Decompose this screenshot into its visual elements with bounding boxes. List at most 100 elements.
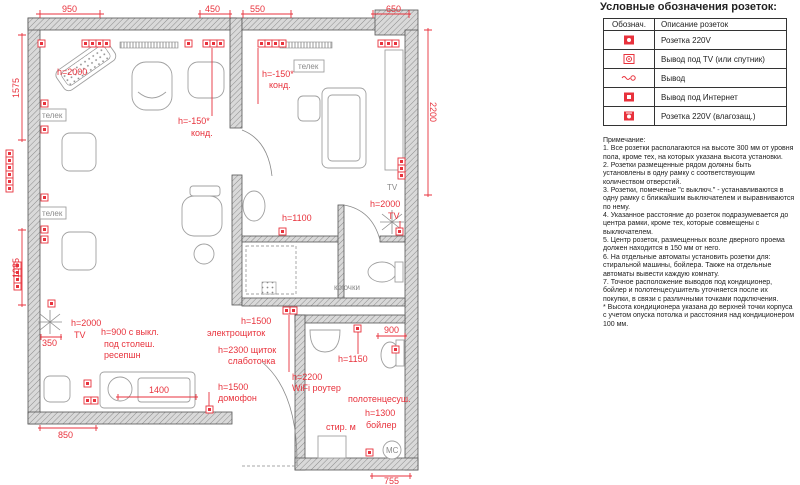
legend-header-description: Описание розеток xyxy=(654,18,787,31)
socket-icon xyxy=(397,171,406,180)
socket-icon xyxy=(81,39,90,48)
wall-bathroom-top xyxy=(294,314,406,324)
armchair xyxy=(61,132,97,172)
legend-title: Условные обозначения розеток: xyxy=(600,1,777,13)
legend-table: Обознач. Описание розеток Розетка 220V В… xyxy=(603,18,787,126)
wall-left-outer xyxy=(27,17,41,425)
annotation-label: WiFi роутер xyxy=(292,383,341,393)
wall-partition-upper xyxy=(229,17,243,129)
socket-icon xyxy=(83,396,92,405)
legend-row: Вывод под TV (или спутник) xyxy=(603,49,787,69)
socket-icon xyxy=(257,39,266,48)
legend-description: Вывод xyxy=(654,68,787,88)
armchair-seat xyxy=(137,91,167,99)
pedicure-chair xyxy=(55,39,117,92)
barber-chair xyxy=(181,195,223,237)
wall-toilet-top xyxy=(379,235,406,243)
socket-icon xyxy=(5,149,14,158)
socket-icon xyxy=(88,39,97,48)
furniture-label: TV xyxy=(387,183,398,192)
socket-icon xyxy=(40,235,49,244)
chair xyxy=(43,375,71,403)
annotation-label: слаботочка xyxy=(228,356,275,366)
reception-counter xyxy=(137,377,191,403)
socket-icon xyxy=(40,193,49,202)
legend-description: Розетка 220V (влагозащ.) xyxy=(654,106,787,126)
radiator xyxy=(279,41,333,49)
wall-bathroom-bottom xyxy=(294,457,419,471)
cabinet xyxy=(384,49,404,171)
dimension-label: 1575 xyxy=(11,78,21,98)
sockets xyxy=(5,39,406,457)
legend-row: Вывод под Интернет xyxy=(603,87,787,107)
dimension-label: 950 xyxy=(62,4,77,14)
socket-icon xyxy=(365,448,374,457)
socket-icon xyxy=(5,184,14,193)
wash-basin xyxy=(242,190,266,222)
annotation-label: стир. м xyxy=(326,422,356,432)
socket-icon xyxy=(40,225,49,234)
socket-icon xyxy=(47,299,56,308)
socket-icon xyxy=(184,39,193,48)
reception-chair xyxy=(107,376,133,402)
wall-storage-top xyxy=(241,235,341,243)
socket-icon xyxy=(391,345,400,354)
legend-header-row: Обознач. Описание розеток xyxy=(603,18,787,31)
height-annotation: h=2000 xyxy=(370,199,400,209)
furniture-label: телек xyxy=(42,209,63,218)
dimension-label: 850 xyxy=(58,430,73,440)
socket-icon xyxy=(37,39,46,48)
annotation-label: TV xyxy=(74,330,86,340)
annotation-label: под столеш. xyxy=(104,339,155,349)
socket-icon xyxy=(202,39,211,48)
note-item: 1. Все розетки располагаются на высоте 3… xyxy=(603,145,794,161)
furniture-label: крючки xyxy=(334,283,360,292)
socket-icon xyxy=(40,99,49,108)
dimension-label: 1400 xyxy=(149,385,169,395)
door-swing xyxy=(343,204,381,241)
socket-icon xyxy=(282,306,291,315)
dimension-lines xyxy=(18,10,432,479)
armchair xyxy=(187,61,225,99)
socket-icon xyxy=(5,177,14,186)
socket-icon xyxy=(377,39,386,48)
note-item: * Высота кондиционера указана до верхней… xyxy=(603,303,795,328)
tv-stand xyxy=(39,108,67,122)
wall-bottom-left xyxy=(27,411,233,425)
note-item: 2. Розетки размещенные рядом должны быть… xyxy=(603,162,755,186)
height-annotation: h=-150* xyxy=(178,116,210,126)
socket-icon xyxy=(384,39,393,48)
wall-partition-lower xyxy=(231,174,243,306)
furniture-label: телек xyxy=(298,62,319,71)
notes-heading: Примечание: xyxy=(603,137,646,144)
height-annotation: h=900 с выкл. xyxy=(101,327,159,337)
electrical-panel-box xyxy=(261,281,277,295)
socket-icon xyxy=(216,39,225,48)
wall-right-outer xyxy=(404,29,419,471)
socket-icon xyxy=(209,39,218,48)
socket-icon xyxy=(13,282,22,291)
socket-icon xyxy=(353,324,362,333)
wire-output-icon xyxy=(621,75,636,81)
plant-icon xyxy=(38,310,62,334)
height-annotation: h=2300 щиток xyxy=(218,345,276,355)
socket-icon xyxy=(102,39,111,48)
boiler xyxy=(382,440,402,460)
socket-icon xyxy=(95,39,104,48)
legend-row: Розетка 220V xyxy=(603,30,787,50)
height-annotation: h=2200 xyxy=(292,372,322,382)
toilet-tank xyxy=(394,261,404,283)
tv-outlet-icon xyxy=(623,54,635,64)
wall-top-left xyxy=(27,17,237,31)
socket-icon xyxy=(5,156,14,165)
dimension-label: 2200 xyxy=(428,102,438,122)
radiator xyxy=(119,41,179,49)
annotation-label: бойлер xyxy=(366,420,396,430)
height-annotation: h=2000 xyxy=(71,318,101,328)
socket-icon xyxy=(278,39,287,48)
entrance-door-swing xyxy=(261,361,298,467)
dimension-label: 900 xyxy=(384,325,399,335)
note-item: 3. Розетки, помеченые "с выключ." - уста… xyxy=(603,187,795,211)
socket-icon xyxy=(90,396,99,405)
bathroom-sink xyxy=(309,329,341,353)
